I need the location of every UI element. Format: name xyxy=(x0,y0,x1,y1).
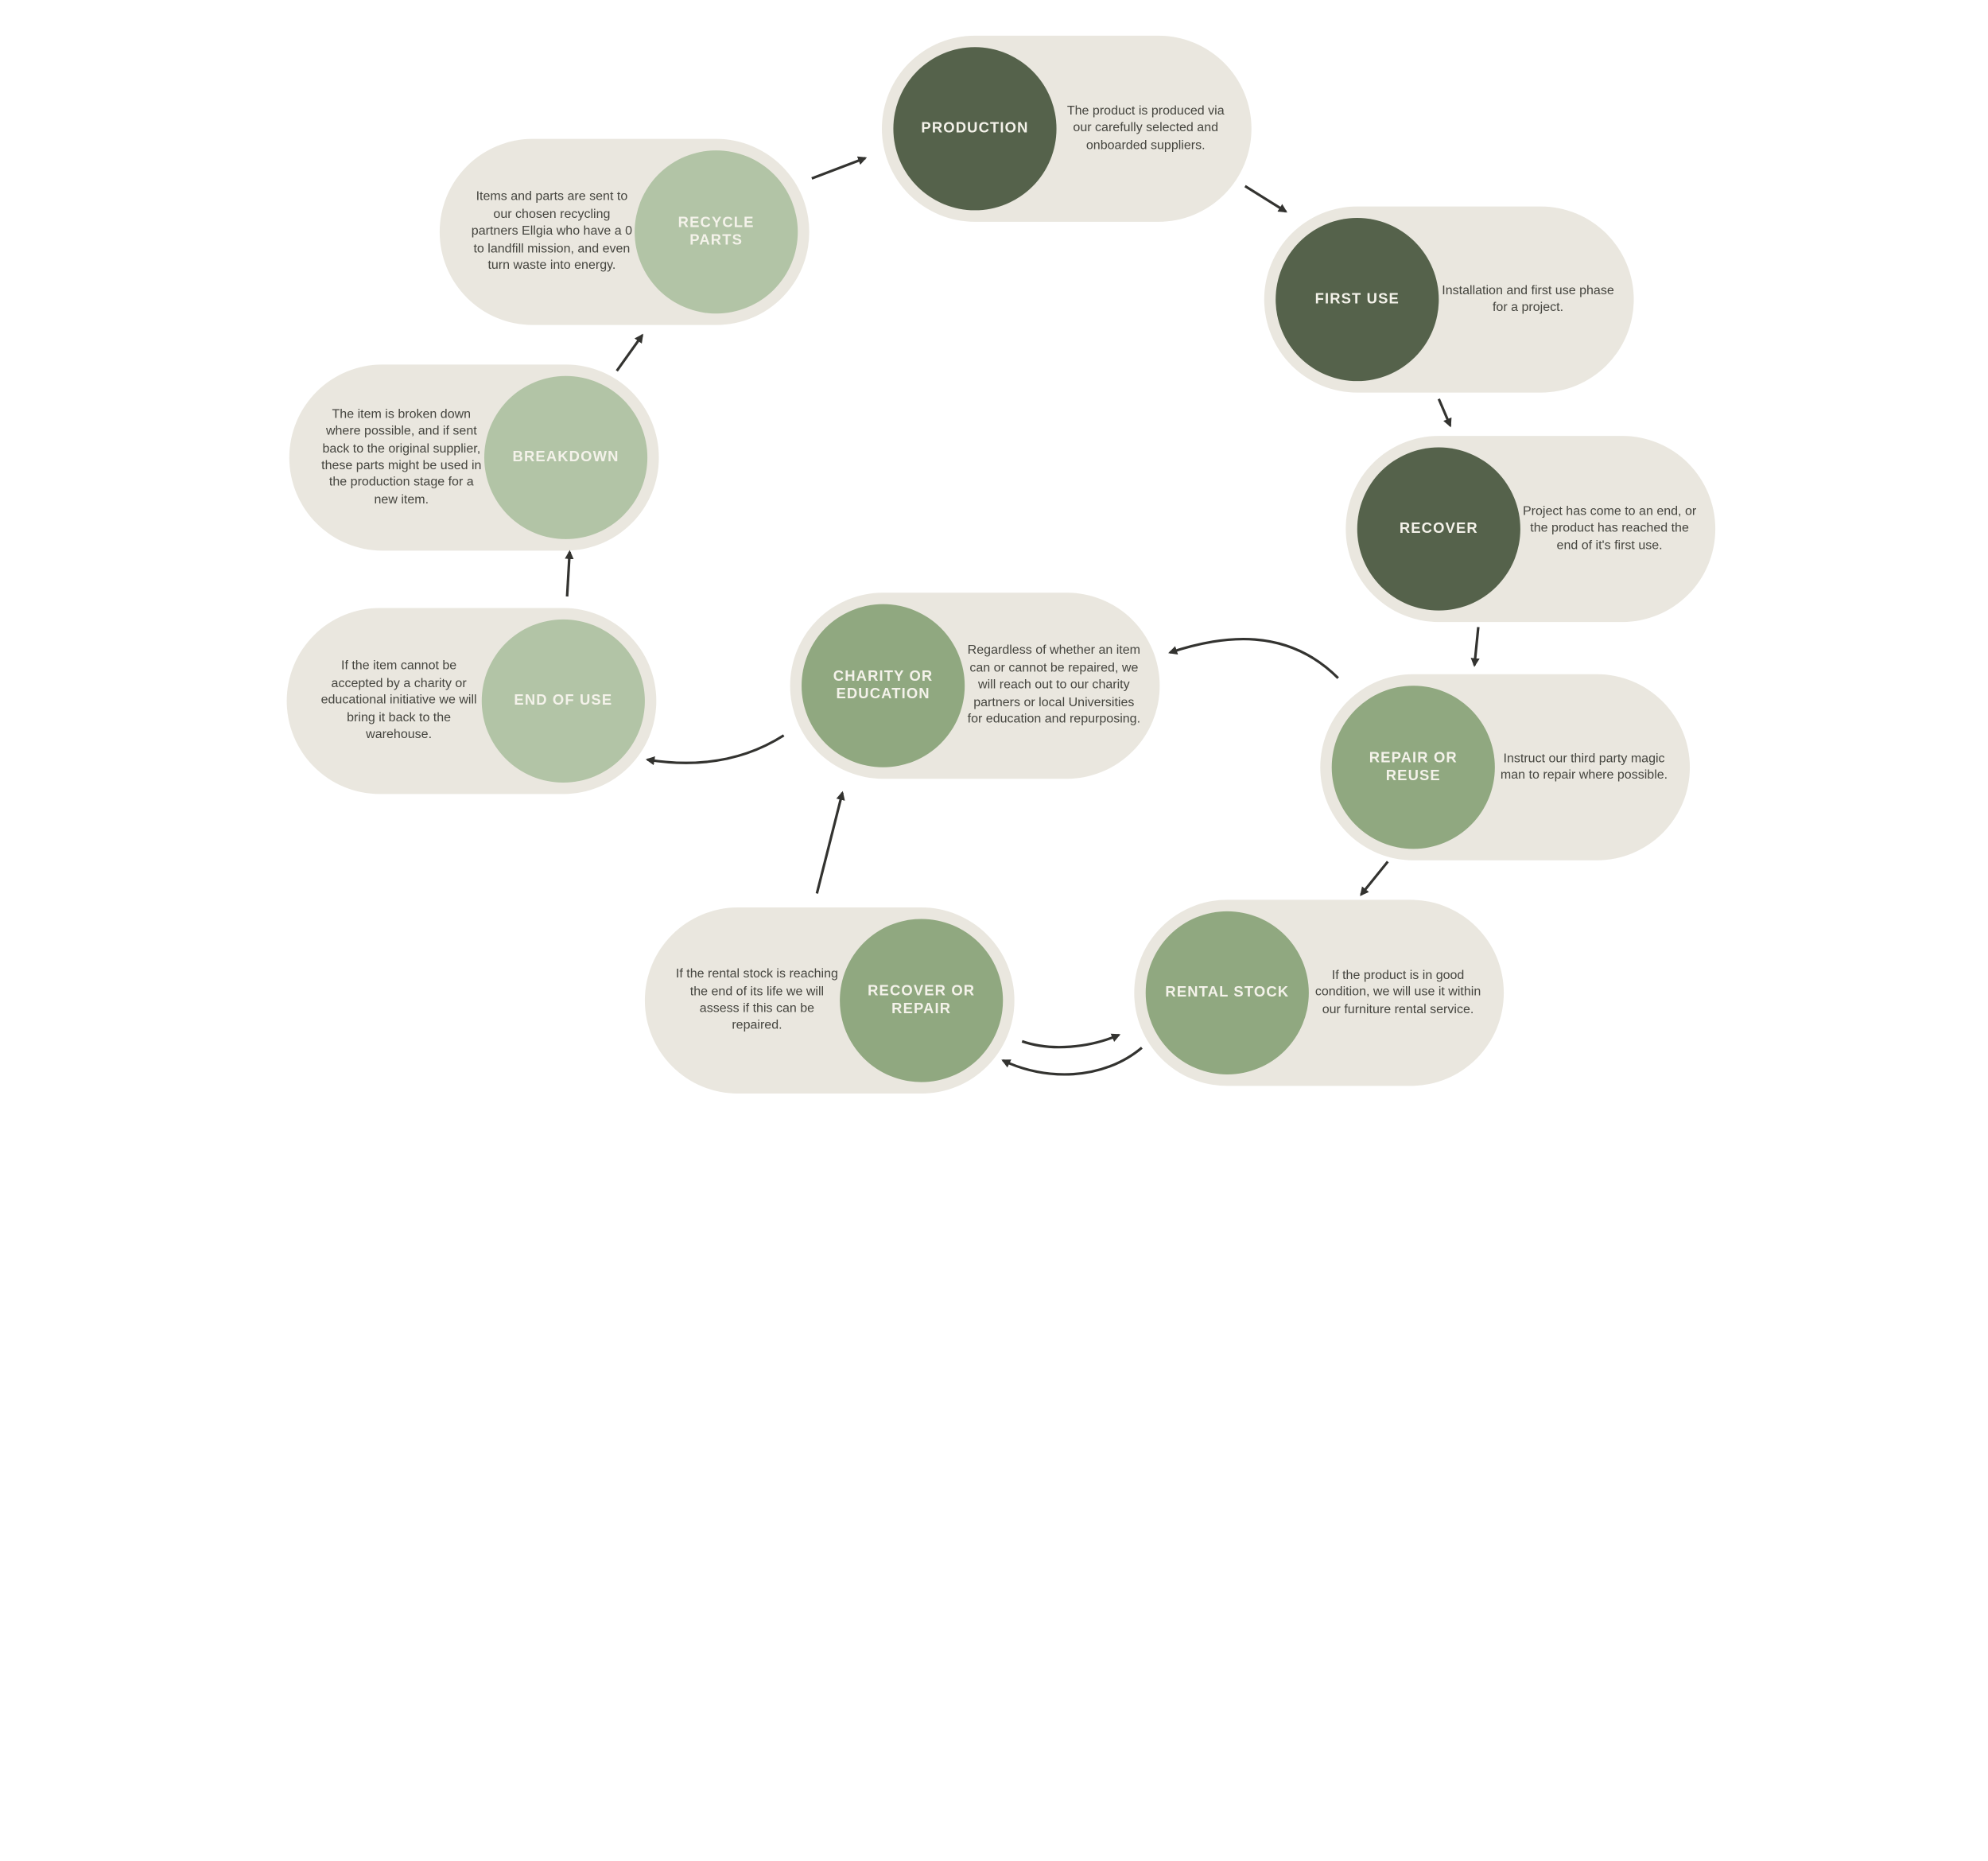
stage-repair-or-reuse-description: Instruct our third party magic man to re… xyxy=(1500,751,1668,783)
stage-recover-or-repair-description: If the rental stock is reaching the end … xyxy=(675,967,838,1033)
stage-recover: RECOVER Project has come to an end, or t… xyxy=(1345,436,1716,623)
stage-rental-stock-description: If the product is in good condition, we … xyxy=(1314,968,1481,1017)
stage-production-circle: PRODUCTION xyxy=(893,47,1057,211)
stage-recycle-parts: Items and parts are sent to our chosen r… xyxy=(439,138,810,325)
stage-production-description: The product is produced via our carefull… xyxy=(1066,104,1225,153)
arrow-repair-to-rental xyxy=(1360,861,1389,896)
stage-charity-or-education-circle: CHARITY OR EDUCATION xyxy=(802,604,965,767)
stage-recover-circle: RECOVER xyxy=(1357,447,1520,611)
stage-repair-or-reuse-circle: REPAIR OR REUSE xyxy=(1331,686,1495,849)
arrow-production-to-first-use xyxy=(1244,185,1287,213)
arrow-rental-to-recover-repair xyxy=(1001,1047,1143,1076)
stage-recover-or-repair: If the rental stock is reaching the end … xyxy=(644,907,1015,1094)
flow-arrows xyxy=(565,156,1480,1076)
stage-end-of-use-description: If the item cannot be accepted by a char… xyxy=(320,659,477,742)
stage-breakdown-circle: BREAKDOWN xyxy=(483,375,648,539)
stage-end-of-use: If the item cannot be accepted by a char… xyxy=(286,608,657,795)
stage-production-label: PRODUCTION xyxy=(921,121,1029,137)
stage-charity-or-education-description: Regardless of whether an item can or can… xyxy=(967,644,1141,727)
arrow-breakdown-to-recycle xyxy=(615,333,644,372)
arrow-first-use-to-recover xyxy=(1437,398,1452,428)
stage-repair-or-reuse: REPAIR OR REUSE Instruct our third party… xyxy=(1320,674,1691,861)
stage-recycle-parts-label: RECYCLE PARTS xyxy=(678,215,755,249)
stage-first-use-circle: FIRST USE xyxy=(1276,218,1439,382)
stage-end-of-use-circle: END OF USE xyxy=(481,619,645,783)
stage-recycle-parts-circle: RECYCLE PARTS xyxy=(635,150,798,314)
stage-end-of-use-label: END OF USE xyxy=(514,693,613,709)
stage-rental-stock-label: RENTAL STOCK xyxy=(1165,985,1290,1001)
stage-production: PRODUCTION The product is produced via o… xyxy=(881,35,1252,222)
stage-rental-stock-circle: RENTAL STOCK xyxy=(1145,911,1309,1074)
arrow-charity-to-end-of-use xyxy=(645,734,785,766)
stage-recover-description: Project has come to an end, or the produ… xyxy=(1522,504,1697,554)
stage-repair-or-reuse-label: REPAIR OR REUSE xyxy=(1369,750,1458,784)
stage-rental-stock: RENTAL STOCK If the product is in good c… xyxy=(1134,899,1505,1086)
arrow-recover-repair-to-rental xyxy=(1021,1033,1121,1049)
stage-charity-or-education-label: CHARITY OR EDUCATION xyxy=(833,669,934,703)
arrow-recover-repair-to-charity xyxy=(815,791,845,894)
stage-recover-or-repair-circle: RECOVER OR REPAIR xyxy=(840,919,1004,1082)
arrow-end-of-use-to-breakdown xyxy=(565,550,574,597)
stage-first-use-description: Installation and first use phase for a p… xyxy=(1442,283,1614,315)
stage-charity-or-education: CHARITY OR EDUCATION Regardless of wheth… xyxy=(790,592,1160,779)
arrow-recover-to-repair xyxy=(1470,627,1480,667)
stage-first-use: FIRST USE Installation and first use pha… xyxy=(1264,206,1634,393)
stage-breakdown-description: The item is broken down where possible, … xyxy=(321,407,482,507)
arrow-repair-to-charity xyxy=(1168,637,1339,679)
stage-recover-or-repair-label: RECOVER OR REPAIR xyxy=(868,984,976,1017)
stage-recover-label: RECOVER xyxy=(1399,521,1478,537)
stage-breakdown-label: BREAKDOWN xyxy=(512,449,619,465)
stage-first-use-label: FIRST USE xyxy=(1314,291,1400,308)
arrow-recycle-to-production xyxy=(811,156,868,180)
stage-recycle-parts-description: Items and parts are sent to our chosen r… xyxy=(471,190,633,274)
stage-breakdown: The item is broken down where possible, … xyxy=(289,364,659,551)
